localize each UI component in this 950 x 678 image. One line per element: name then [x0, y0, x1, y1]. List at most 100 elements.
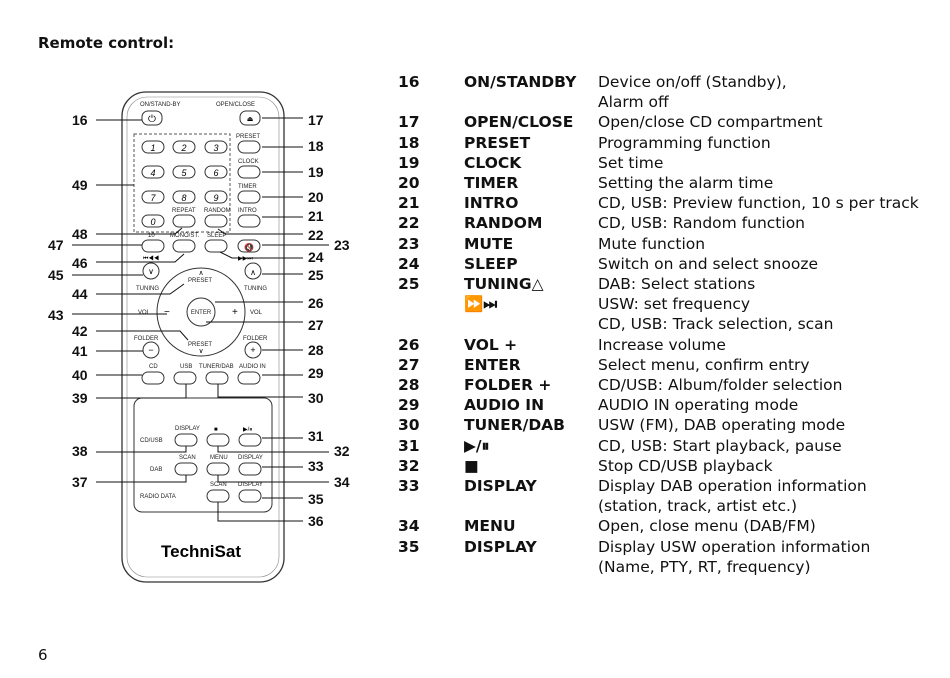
function-key — [464, 557, 598, 577]
sleep-button[interactable] — [204, 239, 228, 253]
svg-text:−: − — [148, 345, 153, 355]
mono-st-label: MONO/ST. — [170, 233, 199, 239]
callout-number-39: 39 — [72, 390, 88, 406]
cd-label: CD — [149, 364, 158, 370]
function-number: 21 — [398, 194, 420, 213]
folder-minus-button[interactable] — [142, 341, 160, 359]
ten-button[interactable] — [141, 239, 165, 253]
svg-text:▶/⏸: ▶/⏸ — [243, 427, 252, 433]
random-button[interactable] — [204, 214, 228, 228]
function-description: DAB: Select stations — [598, 275, 756, 294]
clock-button[interactable] — [237, 165, 261, 179]
tuning-down-button[interactable] — [142, 262, 160, 280]
digit-label: 5 — [181, 168, 187, 178]
repeat-button[interactable] — [172, 214, 196, 228]
callout-line-48 — [96, 227, 183, 235]
digit-button-4[interactable] — [141, 165, 165, 179]
scan-fm-button[interactable] — [206, 489, 230, 503]
digit-button-0[interactable] — [141, 214, 165, 228]
callout-number-30: 30 — [308, 390, 324, 406]
function-key: MENU — [464, 517, 516, 536]
function-description: AUDIO IN operating mode — [598, 396, 799, 415]
stop-button[interactable] — [206, 433, 230, 447]
function-number: 18 — [398, 133, 420, 152]
digit-button-6[interactable] — [204, 165, 228, 179]
eject-button[interactable] — [239, 110, 261, 126]
callout-line-38 — [96, 446, 187, 453]
function-number: 26 — [398, 335, 420, 354]
function-description: Open/close CD compartment — [598, 113, 823, 132]
intro-button[interactable] — [237, 214, 261, 228]
digit-button-2[interactable] — [172, 140, 196, 154]
tuning-up-button[interactable] — [244, 262, 262, 280]
function-key: ■ — [464, 456, 479, 475]
svg-text:∨: ∨ — [148, 267, 154, 276]
callout-number-41: 41 — [72, 343, 88, 359]
power-button[interactable] — [141, 110, 163, 126]
function-description: Display USW operation information — [598, 537, 871, 556]
display-dab-button[interactable] — [238, 462, 262, 476]
digit-label: 4 — [150, 168, 155, 178]
menu-button[interactable] — [206, 462, 230, 476]
folder-plus-button[interactable] — [244, 341, 262, 359]
callout-number-36: 36 — [308, 513, 324, 529]
function-key: DISPLAY — [464, 537, 537, 556]
function-number: 27 — [398, 355, 420, 374]
function-key: ▶/⏸ — [464, 436, 490, 455]
digit-label: 3 — [213, 143, 218, 153]
keypad-frame — [133, 133, 231, 233]
callout-line-42 — [96, 330, 189, 341]
folder-right-label: FOLDER — [243, 336, 268, 342]
tuner-dab-button[interactable] — [205, 371, 229, 385]
function-key: TIMER — [464, 174, 519, 193]
callout-number-35: 35 — [308, 491, 324, 507]
svg-text:🔇: 🔇 — [244, 242, 254, 252]
callout-line-36 — [217, 502, 303, 522]
timer-button[interactable] — [237, 190, 261, 204]
function-description: Increase volume — [598, 335, 726, 354]
function-key: ⏩⏭ — [464, 295, 498, 314]
digit-button-3[interactable] — [204, 140, 228, 154]
digit-button-1[interactable] — [141, 140, 165, 154]
function-number: 20 — [398, 174, 420, 193]
play-pause-button[interactable] — [238, 433, 262, 447]
function-key: CLOCK — [464, 153, 522, 172]
function-description: Display DAB operation information — [598, 477, 867, 496]
mute-button[interactable] — [237, 239, 261, 253]
digit-button-9[interactable] — [204, 190, 228, 204]
function-description: CD/USB: Album/folder selection — [598, 376, 843, 395]
scan-dab-button[interactable] — [174, 462, 198, 476]
sleep-label: SLEEP — [207, 233, 226, 239]
digit-label: 7 — [150, 193, 156, 203]
callout-number-21: 21 — [308, 208, 324, 224]
callout-number-42: 42 — [72, 323, 88, 339]
usb-button[interactable] — [173, 371, 197, 385]
function-description: Stop CD/USB playback — [598, 456, 773, 475]
callout-number-19: 19 — [308, 164, 324, 180]
digit-button-5[interactable] — [172, 165, 196, 179]
cd-button[interactable] — [141, 371, 165, 385]
callout-lines — [72, 117, 329, 522]
callout-number-48: 48 — [72, 226, 88, 242]
function-description: Select menu, confirm entry — [598, 355, 810, 374]
display-fm-button[interactable] — [238, 489, 262, 503]
mono-st-button[interactable] — [172, 239, 196, 253]
enter-button[interactable] — [186, 297, 216, 327]
open-close-label: OPEN/CLOSE — [216, 102, 255, 108]
lower-panel — [133, 397, 273, 513]
digit-button-7[interactable] — [141, 190, 165, 204]
audio-in-button[interactable] — [237, 371, 261, 385]
clock-label: CLOCK — [238, 159, 259, 165]
digit-button-8[interactable] — [172, 190, 196, 204]
preset-label: PRESET — [236, 134, 260, 140]
callout-number-34: 34 — [334, 474, 350, 490]
preset-button[interactable] — [237, 140, 261, 154]
callout-number-40: 40 — [72, 367, 88, 383]
display-cd-button[interactable] — [174, 433, 198, 447]
function-row: Alarm off — [398, 92, 938, 112]
